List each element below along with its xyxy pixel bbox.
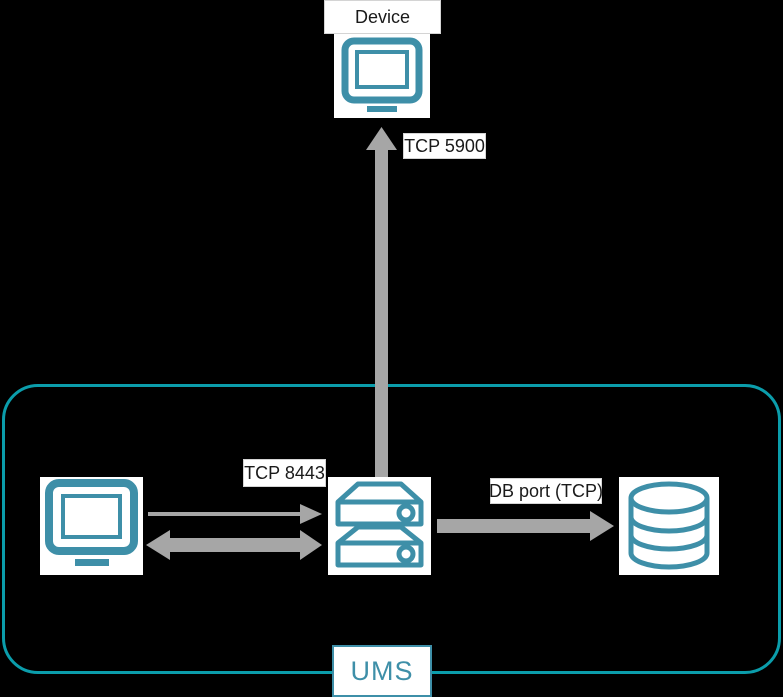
database-node[interactable] [619, 477, 719, 575]
database-icon [628, 481, 710, 570]
monitor-icon [341, 37, 423, 112]
server-icon [335, 481, 424, 568]
label-tcp-8443: TCP 8443 [243, 459, 326, 487]
ums-boundary-label: UMS [332, 645, 432, 697]
label-db-port: DB port (TCP) [489, 478, 603, 504]
device-label: Device [324, 0, 441, 34]
monitor-icon [45, 479, 138, 566]
device-node[interactable] [334, 33, 430, 118]
label-tcp-5900: TCP 5900 [403, 133, 486, 159]
server-node[interactable] [328, 477, 431, 575]
client-node[interactable] [40, 477, 143, 575]
